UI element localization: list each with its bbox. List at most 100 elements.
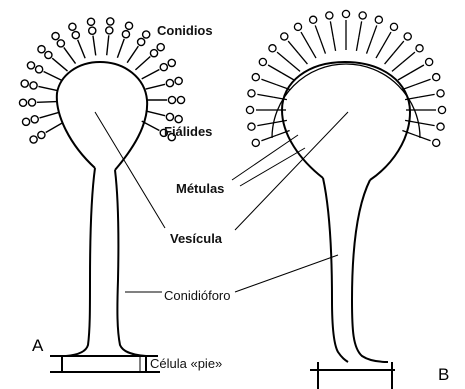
stipe-a-left-wall <box>66 168 95 356</box>
conidium <box>30 82 37 89</box>
metulae-b <box>246 10 445 146</box>
vesicle-a-outline <box>57 62 147 170</box>
conidium <box>438 106 445 113</box>
foot-cell-b <box>310 362 395 389</box>
stipe-b-left-wall <box>323 178 348 362</box>
metula <box>376 46 383 58</box>
conidium <box>168 59 175 66</box>
conidium <box>160 64 167 71</box>
conidium <box>437 123 444 130</box>
metula <box>367 40 372 53</box>
phialide <box>268 65 282 73</box>
structure-b <box>282 62 410 389</box>
conidium <box>390 23 397 30</box>
conidium <box>107 18 114 25</box>
conidium <box>281 33 288 40</box>
phialide <box>330 21 333 37</box>
phialide <box>383 32 391 46</box>
conidium <box>122 31 129 38</box>
phialide <box>44 72 62 81</box>
conidium <box>359 12 366 19</box>
conidium <box>248 90 255 97</box>
phialide <box>416 135 431 140</box>
conidium <box>269 45 276 52</box>
phialide <box>315 25 320 40</box>
phialide <box>394 41 404 53</box>
metula <box>273 120 287 122</box>
phialide <box>419 123 435 126</box>
phialide <box>277 52 289 62</box>
phialide <box>410 65 424 73</box>
conidium <box>89 27 96 34</box>
phialide <box>146 111 165 116</box>
conidium <box>38 46 45 53</box>
phialide <box>257 123 273 126</box>
conidium <box>177 96 184 103</box>
metula <box>398 73 410 80</box>
conidium <box>72 31 79 38</box>
phialide <box>359 21 362 37</box>
phialide <box>38 86 58 90</box>
conidium <box>157 44 164 51</box>
conidium <box>375 16 382 23</box>
phialide <box>288 41 298 53</box>
metula <box>273 97 287 99</box>
leader-conidioforo-b <box>235 255 338 292</box>
conidium <box>175 116 182 123</box>
phialide <box>37 102 57 103</box>
phialide <box>257 94 273 97</box>
phialide <box>52 58 67 71</box>
conidium <box>252 139 259 146</box>
conidium <box>21 80 28 87</box>
conidium <box>87 18 94 25</box>
phialide <box>142 69 160 78</box>
conidium <box>138 38 145 45</box>
conidium <box>259 58 266 65</box>
metula <box>405 120 419 122</box>
phialide <box>419 94 435 97</box>
phialide <box>93 36 96 56</box>
conidium <box>404 33 411 40</box>
conidium <box>166 113 173 120</box>
metula <box>282 73 294 80</box>
conidium <box>326 12 333 19</box>
phialide <box>403 52 415 62</box>
conidium <box>27 62 34 69</box>
metula <box>385 53 394 64</box>
phialide <box>142 121 160 130</box>
conidium <box>35 66 42 73</box>
conidium <box>28 99 35 106</box>
phialide <box>127 46 138 63</box>
metula <box>392 62 403 71</box>
conidium <box>246 106 253 113</box>
phialide <box>46 123 63 133</box>
conidium <box>52 32 59 39</box>
phialide <box>107 35 109 55</box>
conidium <box>310 16 317 23</box>
metula <box>321 40 326 53</box>
conidium <box>57 40 64 47</box>
conidium <box>342 10 349 17</box>
conidium <box>168 96 175 103</box>
conidium <box>294 23 301 30</box>
phialide <box>146 84 165 89</box>
foot-cell-a-walls <box>50 356 160 373</box>
conidium <box>166 79 173 86</box>
metulae-ring <box>272 64 420 138</box>
stipe-a-right-wall <box>115 170 146 356</box>
metula <box>402 131 415 136</box>
panel-label-a: A <box>32 336 44 355</box>
phialide <box>261 79 276 84</box>
conidium <box>426 58 433 65</box>
conidium <box>143 31 150 38</box>
conidium <box>31 116 38 123</box>
metula <box>298 53 307 64</box>
structure-a <box>50 62 160 373</box>
phialide <box>371 25 376 40</box>
label-celula-pie: Célula «pie» <box>150 356 222 371</box>
metula <box>289 62 300 71</box>
conidium <box>45 51 52 58</box>
phialide <box>64 47 76 63</box>
